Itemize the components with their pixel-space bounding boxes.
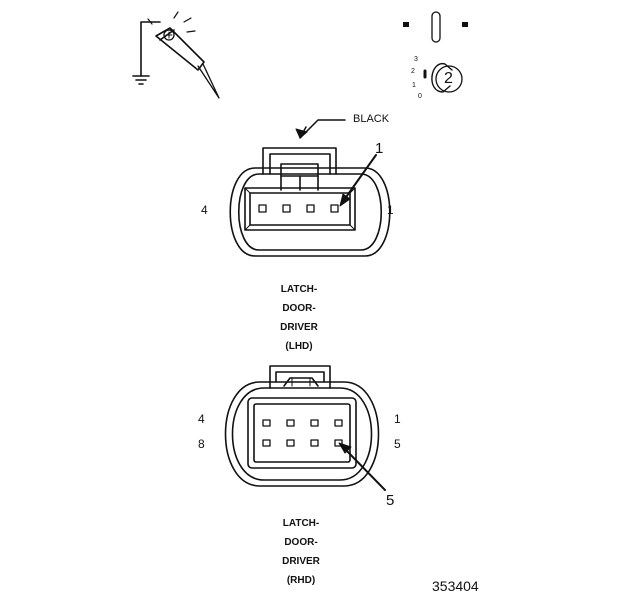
rhd-pin-8-label: 8 [198,437,205,451]
rhd-pin-4-label: 4 [198,412,205,426]
view-scale-0: 0 [418,93,422,100]
lhd-title-line-2: DOOR- [282,303,316,314]
connector-color-label: BLACK [353,113,390,125]
rhd-callout-number: 5 [386,492,395,509]
lhd-pin-1-label: 1 [387,203,394,217]
view-scale-1: 1 [412,82,416,89]
rhd-connector-title: LATCH- DOOR- DRIVER (RHD) [261,514,341,590]
rhd-title-line-1: LATCH- [282,518,320,529]
lhd-pin-4-label: 4 [201,203,208,217]
rhd-title-line-4: (RHD) [286,575,316,586]
ground-icon [132,75,150,85]
lhd-callout-number: 1 [375,140,384,157]
rhd-pin-5-label: 5 [394,437,401,451]
rhd-title-line-2: DOOR- [284,537,318,548]
lhd-title-line-4: (LHD) [285,341,313,352]
view-scale-2: 2 [411,68,415,75]
rhd-connector [224,365,386,491]
color-pointer-arrow [299,119,346,139]
lhd-connector [229,119,391,257]
view-scale-3: 3 [414,56,418,63]
lhd-pin-cavities [258,204,339,213]
rhd-pin-cavities [262,419,343,447]
lhd-callout-arrow [343,154,377,201]
rhd-title-line-3: DRIVER [282,556,320,567]
connector-view-icon [403,11,468,93]
test-probe-icon [140,11,220,99]
rhd-callout-arrow [344,448,386,491]
lhd-connector-title: LATCH- DOOR- DRIVER (LHD) [259,280,339,356]
lhd-title-line-3: DRIVER [280,322,318,333]
rhd-pin-1-label: 1 [394,412,401,426]
lhd-title-line-1: LATCH- [280,284,318,295]
view-number: 2 [444,70,453,87]
figure-number: 353404 [432,578,479,594]
